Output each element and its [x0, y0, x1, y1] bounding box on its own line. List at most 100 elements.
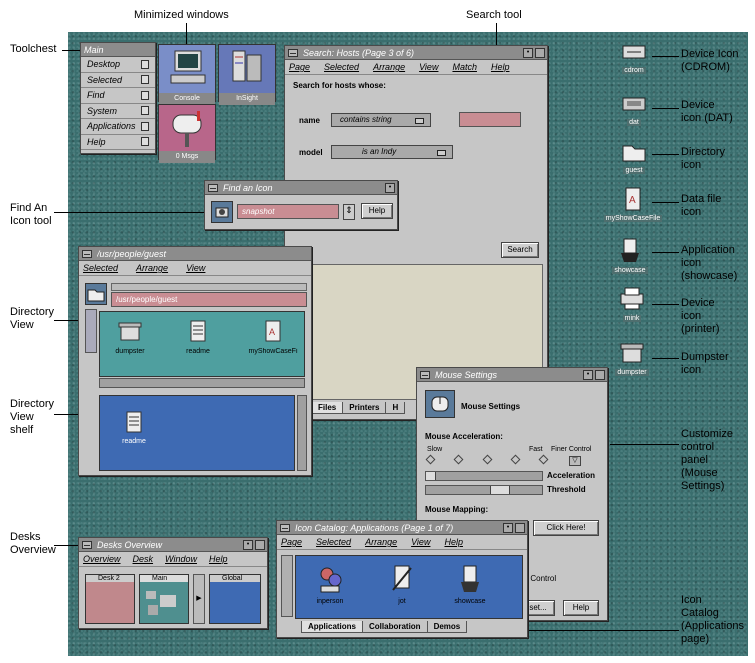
name-value-field[interactable]: [459, 112, 521, 127]
menu-item[interactable]: Help: [490, 62, 510, 72]
callout-search-tool: Search tool: [466, 9, 522, 21]
directory-path-field[interactable]: /usr/people/guest: [111, 292, 307, 307]
toolchest-item[interactable]: System: [81, 104, 155, 119]
find-icon-field[interactable]: snapshot: [237, 204, 339, 219]
toolchest-item[interactable]: Help: [81, 135, 155, 150]
desks-titlebar[interactable]: Desks Overview •: [79, 538, 267, 552]
maximize-button[interactable]: [515, 522, 525, 533]
mouse-help-button[interactable]: Help: [563, 600, 599, 616]
desktop-icon-showcase[interactable]: showcase: [602, 236, 658, 274]
maximize-button[interactable]: [255, 539, 265, 550]
desk-thumb-desk2[interactable]: Desk 2: [85, 574, 135, 624]
catalog-item-jot[interactable]: jot: [382, 562, 422, 605]
tab[interactable]: Files: [311, 402, 344, 414]
mouse-settings-titlebar[interactable]: Mouse Settings •: [417, 368, 607, 382]
toolchest-item[interactable]: Desktop: [81, 57, 155, 73]
tab[interactable]: Printers: [342, 402, 387, 414]
catalog-item-inperson[interactable]: inperson: [310, 562, 350, 605]
toolchest-item[interactable]: Find: [81, 88, 155, 104]
desktop-icon-cdrom[interactable]: cdrom: [606, 40, 662, 74]
directory-titlebar[interactable]: /usr/people/guest: [79, 247, 311, 261]
dir-horizontal-scrollbar[interactable]: [99, 378, 305, 388]
finer-control-label: Finer Control: [551, 446, 592, 453]
click-here-button[interactable]: Click Here!: [533, 520, 599, 536]
menu-item[interactable]: View: [411, 537, 431, 547]
directory-folder-icon[interactable]: [85, 283, 107, 305]
toolchest-titlebar[interactable]: Main: [81, 43, 155, 57]
catalog-titlebar[interactable]: Icon Catalog: Applications (Page 1 of 7)…: [277, 521, 527, 535]
window-menu-button[interactable]: [280, 523, 290, 532]
find-icon-drop-area[interactable]: [211, 201, 233, 223]
tab[interactable]: Collaboration: [362, 621, 428, 633]
model-operator-dropdown[interactable]: is an Indy: [331, 145, 453, 159]
menu-item[interactable]: Window: [165, 554, 197, 564]
directory-shelf[interactable]: readme: [99, 395, 295, 471]
maximize-button[interactable]: [535, 47, 545, 58]
minimize-button[interactable]: •: [523, 47, 533, 58]
acceleration-slider[interactable]: [425, 471, 543, 481]
menu-item[interactable]: Match: [452, 62, 477, 72]
dir-item-readme[interactable]: readme: [176, 318, 220, 355]
menu-item[interactable]: Page: [281, 537, 303, 547]
window-menu-button[interactable]: [420, 370, 430, 379]
path-ruler[interactable]: [111, 283, 307, 291]
desktop-icon-dumpster[interactable]: dumpster: [604, 338, 660, 376]
window-menu-button[interactable]: [82, 249, 92, 258]
search-titlebar[interactable]: Search: Hosts (Page 3 of 6) •: [285, 46, 547, 60]
minimize-button[interactable]: •: [503, 522, 513, 533]
desktop-icon-dat[interactable]: dat: [606, 92, 662, 126]
desktop-icon-myshowcasefile[interactable]: A myShowCaseFile: [598, 186, 668, 222]
desktop-icon-printer[interactable]: mink: [604, 284, 660, 322]
minimized-window-insight[interactable]: InSight: [218, 44, 276, 105]
window-menu-button[interactable]: [288, 48, 298, 57]
tab[interactable]: Demos: [426, 621, 468, 633]
tab[interactable]: Applications: [301, 621, 364, 633]
menu-item[interactable]: Help: [208, 554, 228, 564]
minimized-window-console[interactable]: Console: [158, 44, 216, 105]
shelf-vertical-scrollbar[interactable]: [297, 395, 307, 471]
dir-side-controls[interactable]: [85, 309, 97, 525]
catalog-item-showcase[interactable]: showcase: [448, 562, 492, 605]
search-button[interactable]: Search: [501, 242, 539, 258]
window-menu-button[interactable]: [82, 540, 92, 549]
desk-thumb-global[interactable]: Global: [209, 574, 261, 624]
desk-thumb-main[interactable]: Main: [139, 574, 189, 624]
toolchest-item[interactable]: Selected: [81, 73, 155, 88]
window-menu-button[interactable]: [208, 183, 218, 192]
submenu-icon: [141, 75, 149, 85]
desks-scroll-arrow[interactable]: ▶: [193, 574, 205, 624]
name-operator-dropdown[interactable]: contains string: [331, 113, 431, 127]
directory-icon-area[interactable]: dumpster readme A myShowCaseFi: [99, 311, 305, 377]
shelf-item-readme[interactable]: readme: [114, 410, 154, 445]
menu-item[interactable]: Help: [444, 537, 463, 547]
menu-item[interactable]: Page: [289, 62, 311, 72]
dir-item-myshowcasefile[interactable]: A myShowCaseFi: [244, 318, 302, 355]
spin-icon[interactable]: ⇕: [343, 204, 355, 220]
threshold-slider[interactable]: [425, 485, 543, 495]
find-icon-titlebar[interactable]: Find an Icon •: [205, 181, 397, 195]
finer-control-toggle[interactable]: ▽: [569, 456, 581, 466]
maximize-button[interactable]: [595, 369, 605, 380]
menu-item[interactable]: Selected: [324, 62, 360, 72]
catalog-icon-area[interactable]: inperson jot showcase: [295, 555, 523, 619]
find-icon-help-button[interactable]: Help: [361, 203, 393, 219]
menu-item[interactable]: Arrange: [136, 263, 169, 273]
menu-item[interactable]: Overview: [83, 554, 121, 564]
menu-item[interactable]: Desk: [132, 554, 154, 564]
menu-item[interactable]: Arrange: [365, 537, 398, 547]
tab[interactable]: H: [385, 402, 406, 414]
desktop-icon-guest[interactable]: guest: [606, 138, 662, 174]
accel-preset-diamonds[interactable]: [425, 454, 549, 466]
toolchest-item[interactable]: Applications: [81, 119, 155, 135]
menu-item[interactable]: Selected: [316, 537, 352, 547]
catalog-side-controls[interactable]: [281, 555, 293, 617]
menu-item[interactable]: View: [186, 263, 206, 273]
minimize-button[interactable]: •: [385, 182, 395, 193]
minimized-window-mail[interactable]: 0 Msgs: [158, 104, 216, 163]
dir-item-dumpster[interactable]: dumpster: [108, 318, 152, 355]
minimize-button[interactable]: •: [583, 369, 593, 380]
minimize-button[interactable]: •: [243, 539, 253, 550]
menu-item[interactable]: Selected: [83, 263, 119, 273]
menu-item[interactable]: View: [419, 62, 439, 72]
menu-item[interactable]: Arrange: [373, 62, 406, 72]
